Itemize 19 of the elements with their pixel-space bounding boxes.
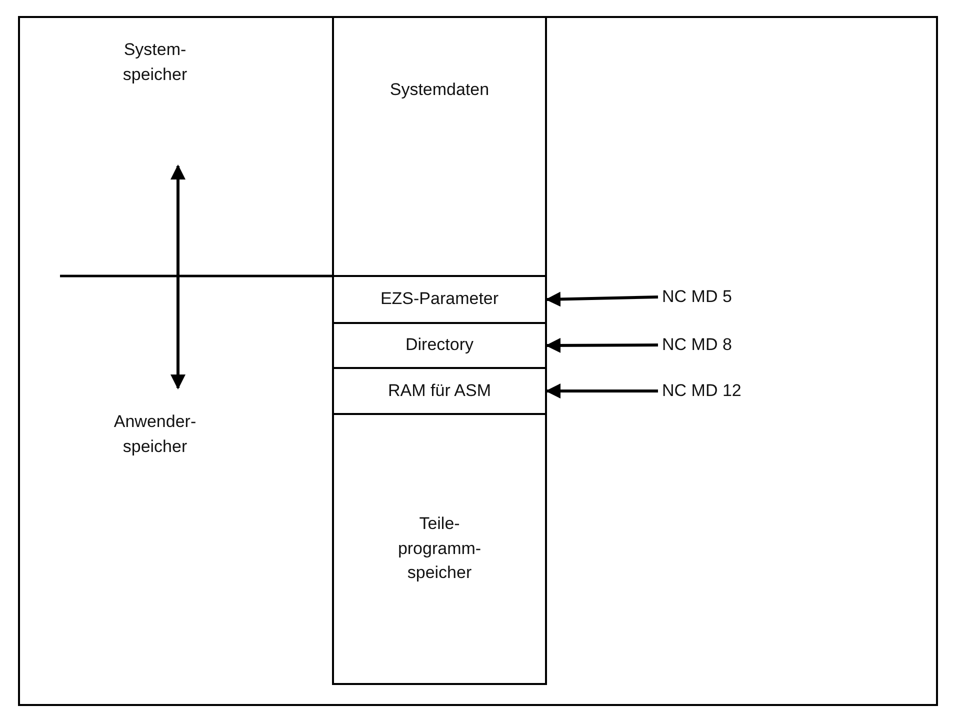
block-label: EZS-Parameter: [380, 288, 499, 310]
memory-label: NC MD 12: [662, 377, 762, 405]
arrow: [170, 164, 186, 390]
arrow: [546, 292, 658, 307]
block-label: RAM für ASM: [388, 380, 491, 402]
memory-label: Anwender- speicher: [95, 400, 215, 470]
memory-label: System- speicher: [100, 28, 210, 98]
block-label: Directory: [405, 334, 474, 356]
memory-block: [332, 322, 547, 369]
memory-block: [332, 275, 547, 324]
memory-block: [332, 367, 547, 415]
memory-block: [332, 413, 547, 685]
block-label: Systemdaten: [390, 79, 490, 101]
memory-label: NC MD 5: [662, 283, 752, 311]
memory-label: NC MD 8: [662, 331, 752, 359]
arrow: [546, 384, 658, 398]
memory-block: [332, 16, 547, 277]
arrow: [546, 338, 658, 353]
block-label: Teile- programm- speicher: [396, 513, 482, 584]
